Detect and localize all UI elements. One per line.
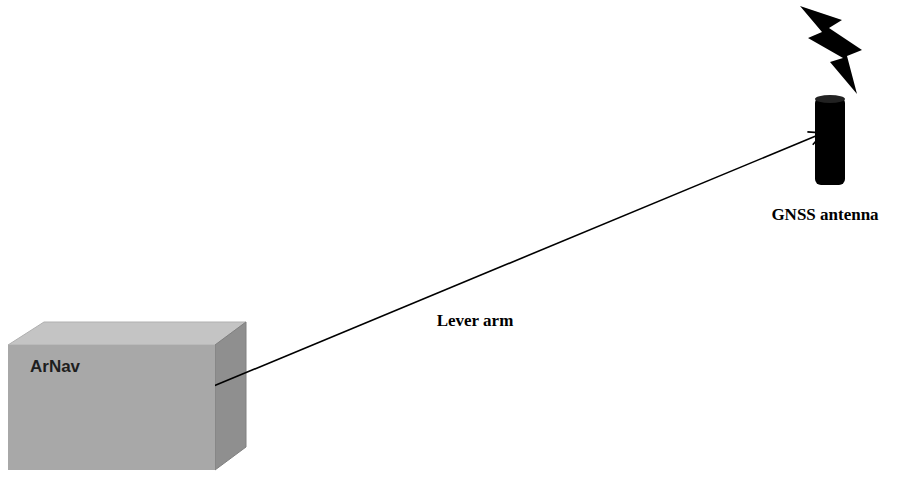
signal-bolt: [800, 6, 862, 94]
box-top-face: [8, 322, 246, 345]
device-box: ArNav: [8, 345, 215, 470]
antenna-label: GNSS antenna: [730, 205, 912, 225]
box-side-face: [215, 322, 246, 470]
box-label: ArNav: [30, 357, 205, 377]
lever-arm-arrow: [127, 133, 823, 422]
antenna-cap: [815, 95, 845, 103]
antenna: GNSS antenna: [730, 97, 912, 225]
edge-label: Lever arm: [435, 311, 516, 331]
antenna-body: [815, 97, 845, 185]
